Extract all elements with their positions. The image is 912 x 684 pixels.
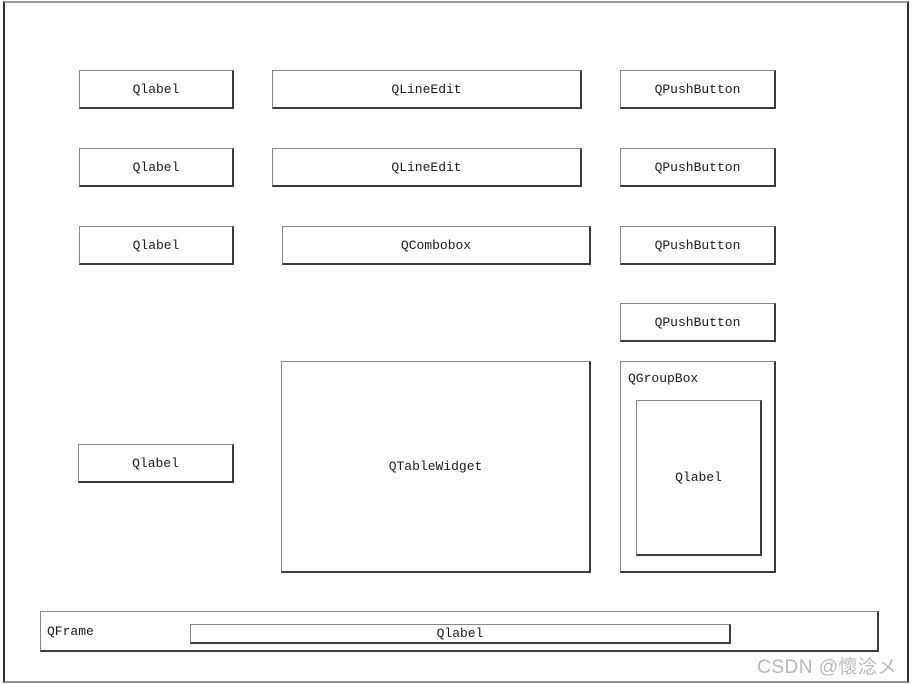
qlabel-box-row3: Qlabel bbox=[79, 226, 234, 265]
qgroupbox: QGroupBox Qlabel bbox=[620, 361, 776, 573]
qlineedit-box-row2[interactable]: QLineEdit bbox=[272, 148, 582, 187]
qlabel-box-row2: Qlabel bbox=[79, 148, 234, 187]
qlabel-text: Qlabel bbox=[132, 455, 179, 471]
qpushbutton-row4[interactable]: QPushButton bbox=[620, 303, 776, 342]
qlineedit-box-row1[interactable]: QLineEdit bbox=[272, 70, 582, 109]
qlabel-text: Qlabel bbox=[675, 470, 722, 485]
qpushbutton-row1[interactable]: QPushButton bbox=[620, 70, 776, 109]
qlineedit-text: QLineEdit bbox=[391, 81, 462, 97]
qlabel-box-groupbox: Qlabel bbox=[636, 400, 762, 556]
qpushbutton-text: QPushButton bbox=[654, 314, 741, 330]
qcombobox-box[interactable]: QCombobox bbox=[282, 226, 591, 265]
qpushbutton-text: QPushButton bbox=[654, 237, 741, 253]
qframe-title: QFrame bbox=[47, 624, 94, 639]
qlineedit-text: QLineEdit bbox=[391, 159, 462, 175]
qtablewidget-box[interactable]: QTableWidget bbox=[281, 361, 591, 573]
qlabel-text: Qlabel bbox=[132, 81, 180, 97]
qtablewidget-text: QTableWidget bbox=[388, 459, 483, 474]
qlabel-text: Qlabel bbox=[436, 626, 484, 641]
qpushbutton-text: QPushButton bbox=[654, 81, 741, 97]
qgroupbox-title: QGroupBox bbox=[628, 371, 699, 386]
qframe: QFrame Qlabel bbox=[40, 611, 879, 652]
qlabel-text: Qlabel bbox=[132, 159, 180, 175]
qlabel-box-middle: Qlabel bbox=[78, 444, 234, 483]
qpushbutton-row2[interactable]: QPushButton bbox=[620, 148, 776, 187]
qpushbutton-row3[interactable]: QPushButton bbox=[620, 226, 776, 265]
qcombobox-text: QCombobox bbox=[400, 237, 472, 253]
qlabel-box-frame: Qlabel bbox=[190, 624, 731, 644]
csdn-watermark: CSDN @懷淰メ bbox=[757, 657, 897, 678]
qlabel-box-row1: Qlabel bbox=[79, 70, 234, 109]
qpushbutton-text: QPushButton bbox=[654, 159, 741, 175]
qlabel-text: Qlabel bbox=[132, 237, 180, 253]
